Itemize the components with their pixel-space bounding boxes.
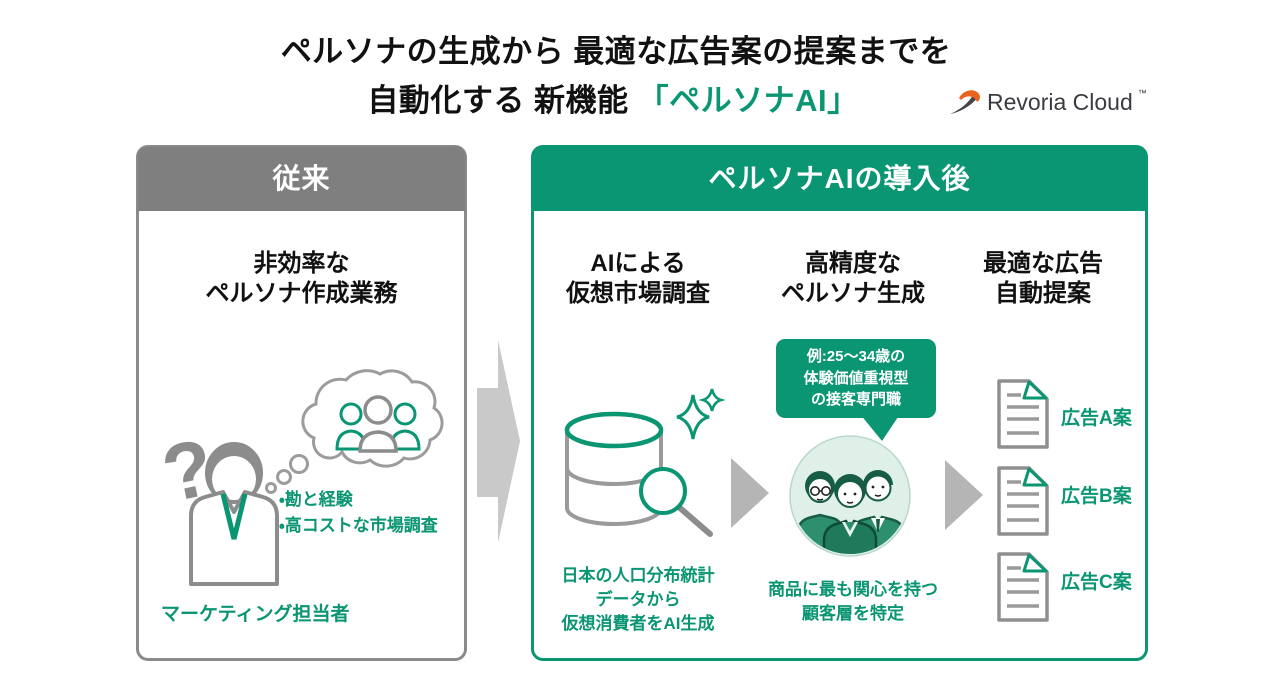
green-collar	[220, 493, 248, 540]
col1-caption-line3: 仮想消費者をAI生成	[561, 614, 715, 633]
arrow-right-icon	[945, 460, 983, 530]
bubble-tail	[860, 414, 900, 441]
before-panel: 従来 非効率な ペルソナ作成業務 ?	[136, 145, 467, 661]
before-heading-line2: ペルソナ作成業務	[205, 280, 398, 307]
col1-caption-line1: 日本の人口分布統計	[561, 566, 715, 585]
arrow-right-icon	[731, 458, 769, 528]
col1-heading-line2: 仮想市場調査	[566, 280, 710, 307]
col2-caption-line2: 顧客層を特定	[802, 604, 904, 623]
after-panel-header: ペルソナAIの導入後	[533, 147, 1146, 211]
page-title-line1: ペルソナの生成から 最適な広告案の提案までを	[280, 34, 952, 69]
page-title-line2: 自動化する 新機能 「ペルソナAI」	[0, 75, 1226, 120]
col3-heading-line2: 自動提案	[995, 280, 1091, 307]
title-spacer	[629, 83, 638, 118]
col2-caption-line1: 商品に最も関心を持つ	[768, 580, 938, 599]
document-icon	[997, 466, 1049, 536]
title-black-part: 自動化する 新機能	[367, 83, 629, 118]
magnifier-icon	[639, 467, 713, 537]
col1-heading: AIによる 仮想市場調査	[540, 249, 736, 309]
before-heading-line1: 非効率な	[253, 250, 350, 277]
col1-caption-line2: データから	[595, 590, 681, 609]
revoria-cloud-logo: Revoria Cloud ™	[948, 86, 1147, 118]
database-search-sparkle-icon	[564, 388, 726, 537]
ad-a-label: 広告A案	[1061, 408, 1132, 429]
people-group-icon	[335, 395, 421, 453]
col2-heading-line2: ペルソナ生成	[781, 280, 925, 307]
sparkle-icon	[676, 388, 726, 440]
col1-heading-line1: AIによる	[590, 250, 686, 277]
persona-example-bubble: 例:25〜34歳の 体験価値重視型 の接客専門職	[776, 339, 936, 418]
before-bullets: ・勘と経験 ・高コストな市場調査	[279, 487, 438, 539]
marketer-caption: マーケティング担当者	[161, 604, 350, 625]
marketer-person-icon	[189, 442, 279, 586]
col2-caption: 商品に最も関心を持つ 顧客層を特定	[749, 578, 957, 626]
col3-heading: 最適な広告 自動提案	[945, 249, 1141, 309]
logo-trademark: ™	[1137, 88, 1147, 98]
col2-heading-line1: 高精度な	[805, 250, 901, 277]
ad-c-label: 広告C案	[1061, 572, 1132, 593]
bullet-cost: ・高コストな市場調査	[279, 516, 438, 535]
before-heading: 非効率な ペルソナ作成業務	[139, 249, 464, 309]
bullet-intuition: ・勘と経験	[279, 490, 353, 509]
bubble-line2: 体験価値重視型	[803, 369, 909, 387]
document-icon	[997, 552, 1049, 622]
transition-arrow-icon	[477, 340, 520, 543]
marketer-illustration: ?	[155, 369, 444, 586]
database-icon	[564, 411, 664, 526]
bubble-line3: の接客専門職	[810, 391, 901, 408]
persona-group-icon	[789, 435, 911, 557]
bubble-line1: 例:25〜34歳の	[806, 348, 906, 365]
title-product-name: 「ペルソナAI」	[637, 83, 859, 118]
col1-caption: 日本の人口分布統計 データから 仮想消費者をAI生成	[534, 564, 742, 636]
logo-text: Revoria Cloud	[987, 88, 1133, 115]
col2-heading: 高精度な ペルソナ生成	[755, 249, 951, 309]
col3-heading-line1: 最適な広告	[983, 250, 1103, 277]
document-icon	[997, 379, 1049, 449]
revoria-swoosh-icon	[950, 90, 981, 114]
ad-b-label: 広告B案	[1061, 486, 1132, 507]
after-panel: ペルソナAIの導入後 AIによる 仮想市場調査 高精度な ペルソナ生成 最適な広…	[531, 145, 1148, 661]
before-panel-header: 従来	[138, 147, 465, 211]
